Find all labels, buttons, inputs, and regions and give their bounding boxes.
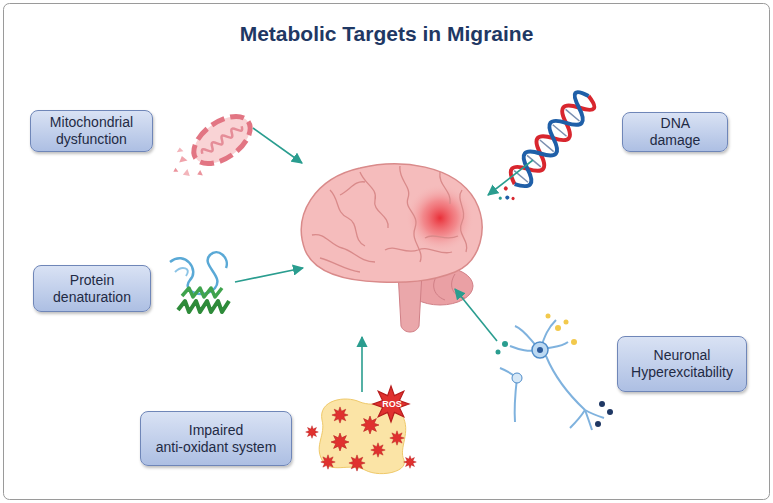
box-label: Neuronal Hyperexcitability — [631, 347, 733, 381]
neuron-illustration — [496, 314, 614, 431]
box-label: Protein denaturation — [47, 272, 137, 306]
process-box: DNA damage — [622, 112, 728, 152]
process-box: Mitochondrial dysfunction — [30, 110, 153, 152]
process-box: Protein denaturation — [33, 265, 151, 312]
ros-label: ROS — [376, 399, 408, 409]
dna-illustration — [492, 88, 598, 208]
ros-cell-illustration — [306, 386, 417, 474]
outer-frame — [4, 4, 770, 500]
protein-illustration — [170, 252, 229, 312]
mitochondrion-illustration — [164, 107, 258, 188]
box-label: DNA damage — [636, 115, 714, 149]
pointer-arrow — [235, 128, 533, 392]
process-box: Impaired anti-oxidant system — [140, 411, 292, 466]
diagram-title: Metabolic Targets in Migraine — [0, 22, 773, 46]
process-box: Neuronal Hyperexcitability — [617, 336, 747, 392]
box-label: Impaired anti-oxidant system — [154, 422, 278, 456]
box-label: Mitochondrial dysfunction — [44, 114, 139, 148]
brain-illustration — [301, 164, 482, 332]
